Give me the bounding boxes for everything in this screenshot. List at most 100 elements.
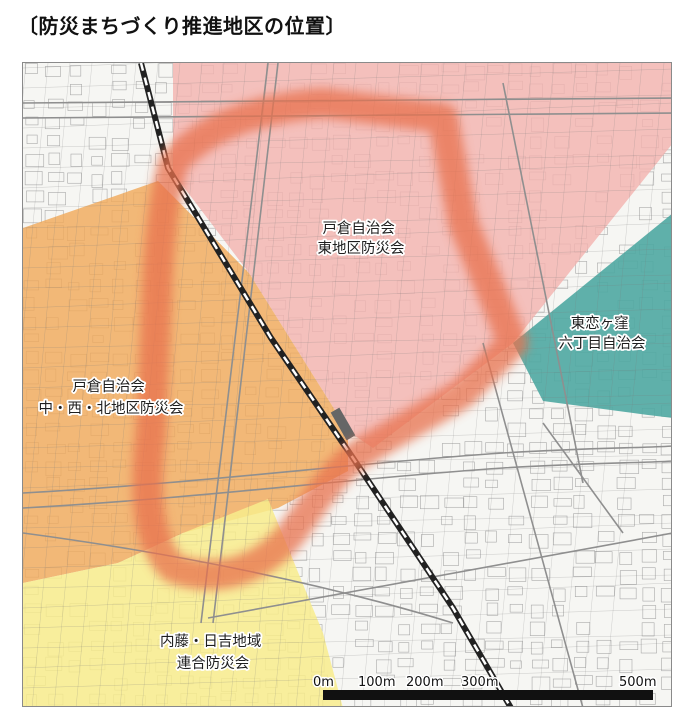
building-block [619, 587, 637, 600]
scale-seg-3 [423, 690, 473, 700]
street-line [23, 63, 158, 69]
building-block [355, 605, 373, 617]
area-tokura-central[interactable] [23, 181, 348, 583]
page-title: 〔防災まちづくり推進地区の位置〕 [18, 14, 346, 38]
building-block [375, 566, 387, 581]
building-block [375, 552, 394, 565]
building-block [23, 208, 42, 224]
street-line [23, 282, 671, 309]
building-block [662, 426, 671, 438]
scale-label-300: 300m [461, 675, 498, 690]
building-block [619, 552, 633, 565]
street-line [23, 274, 671, 289]
street-line [560, 63, 621, 706]
building-block [443, 659, 456, 671]
building-block [419, 586, 434, 596]
building-block [573, 495, 585, 509]
building-block [443, 642, 457, 657]
building-block [377, 674, 395, 687]
building-block [552, 423, 572, 435]
building-block [507, 443, 524, 457]
building-block [508, 372, 526, 384]
building-block [421, 623, 441, 634]
area-tokura-east[interactable] [173, 63, 672, 448]
building-block [552, 588, 566, 602]
building-block [331, 516, 347, 525]
building-block [354, 513, 373, 527]
street-line [23, 522, 671, 549]
street-line [186, 63, 247, 706]
building-block [308, 587, 324, 603]
street-line [23, 188, 671, 209]
building-block [508, 640, 523, 653]
street-line [23, 68, 671, 89]
building-block [26, 134, 38, 144]
street-line [538, 63, 599, 706]
street-line [23, 368, 671, 389]
building-block [575, 424, 587, 435]
building-block [550, 408, 564, 420]
street-line [23, 222, 671, 249]
building-block [573, 566, 592, 577]
building-block [510, 660, 522, 669]
building-block [529, 408, 544, 419]
building-block [463, 677, 483, 690]
building-block [353, 532, 372, 541]
scale-label-0: 0m [313, 675, 334, 690]
label-higashikoigakubo: 東恋ヶ窪 六丁目自治会 [559, 314, 646, 352]
street-line [340, 63, 401, 706]
building-block [661, 173, 671, 182]
street-line [23, 248, 671, 269]
building-block [487, 567, 506, 577]
map-frame[interactable]: 戸倉自治会 東地区防災会 東恋ヶ窪 六丁目自治会 戸倉自治会 中・西・北地区防災… [22, 62, 672, 707]
building-block [377, 460, 396, 469]
street-line [23, 582, 671, 609]
label-tokura-central: 戸倉自治会 中・西・北地区防災会 [39, 378, 184, 417]
map-canvas[interactable]: 戸倉自治会 東地区防災会 東恋ヶ窪 六丁目自治会 戸倉自治会 中・西・北地区防災… [23, 63, 672, 707]
building-block [25, 154, 45, 167]
building-block [463, 496, 478, 508]
building-block [552, 678, 572, 688]
building-block [573, 513, 593, 528]
building-block [485, 640, 504, 650]
building-block [91, 156, 103, 166]
building-block [507, 390, 523, 402]
street-line [384, 63, 445, 706]
scale-label-100: 100m [358, 675, 395, 690]
station-platform [330, 407, 356, 441]
building-block [112, 99, 125, 108]
area-higashikoigakubo[interactable] [513, 213, 672, 418]
label-tokura-east-line2: 東地区防災会 [318, 240, 405, 257]
building-block [91, 174, 103, 188]
street-line [23, 63, 49, 334]
label-naito-hiyoshi-line1: 内藤・日吉地域 [160, 633, 262, 650]
scale-label-200: 200m [406, 675, 443, 690]
building-block [397, 531, 415, 547]
building-block [466, 549, 481, 559]
street-line [582, 63, 643, 706]
building-block [421, 640, 434, 650]
building-block [595, 586, 615, 597]
street-line [23, 608, 671, 629]
building-block [398, 478, 416, 491]
building-block [485, 588, 499, 601]
building-block [397, 658, 414, 668]
building-block [111, 138, 129, 151]
building-block [463, 515, 476, 531]
building-block [374, 605, 395, 617]
building-block [639, 514, 655, 524]
building-block [155, 82, 167, 94]
building-block [332, 533, 350, 545]
street-line [32, 63, 93, 706]
building-block [400, 603, 413, 615]
building-block [531, 479, 551, 491]
building-block [463, 477, 479, 488]
street-line [23, 668, 671, 689]
building-block [663, 494, 671, 507]
street-line [23, 394, 671, 409]
building-block [397, 462, 412, 472]
label-higashikoigakubo-line2: 六丁目自治会 [559, 335, 646, 352]
street-line [230, 63, 291, 706]
street-line [164, 63, 225, 706]
building-block [443, 552, 459, 566]
